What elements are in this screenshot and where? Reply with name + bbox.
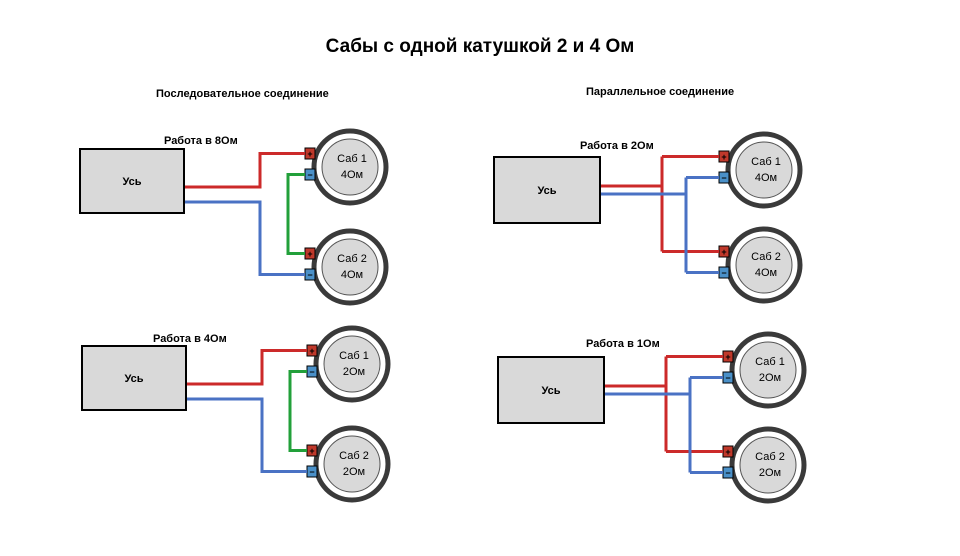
speaker-cone	[321, 238, 379, 296]
amplifier-label: Усь	[541, 385, 560, 397]
section-title-parallel: Параллельное соединение	[586, 86, 735, 98]
speaker-impedance: 4Ом	[755, 172, 777, 184]
speaker-impedance: 4Ом	[341, 169, 363, 181]
speaker-cone	[735, 236, 793, 294]
diagram-label-1ohm: Работа в 1Ом	[586, 338, 660, 350]
positive-wire	[182, 349, 307, 386]
series-diagram: Саб 1 2Ом + − Саб 2 2Ом + − Усь	[81, 325, 391, 503]
positive-terminal-sign: +	[721, 247, 726, 257]
speaker-name: Саб 2	[751, 251, 781, 263]
amplifier-label: Усь	[122, 176, 141, 188]
page-title: Сабы с одной катушкой 2 и 4 Ом	[325, 36, 635, 57]
speaker-name: Саб 2	[339, 450, 369, 462]
speaker-cone	[321, 138, 379, 196]
amplifier-label: Усь	[124, 373, 143, 385]
positive-terminal-sign: +	[307, 149, 312, 159]
positive-terminal-sign: +	[309, 346, 314, 356]
speaker-impedance: 2Ом	[759, 467, 781, 479]
speaker-cone	[739, 341, 797, 399]
negative-terminal-sign: −	[307, 270, 312, 280]
parallel-diagram: Саб 1 2Ом + − Саб 2 2Ом + − Усь	[497, 331, 807, 504]
diagram-label-4ohm: Работа в 4Ом	[153, 333, 227, 345]
speaker-cone	[323, 335, 381, 393]
negative-terminal-sign: −	[309, 367, 314, 377]
negative-terminal-sign: −	[721, 268, 726, 278]
speaker-impedance: 4Ом	[341, 269, 363, 281]
positive-wire	[180, 152, 305, 189]
bridge-wire	[288, 370, 307, 452]
negative-wire	[180, 200, 305, 276]
negative-terminal-sign: −	[309, 467, 314, 477]
speaker-name: Саб 1	[339, 350, 369, 362]
speaker-impedance: 2Ом	[343, 466, 365, 478]
positive-terminal-sign: +	[307, 249, 312, 259]
positive-terminal-sign: +	[309, 446, 314, 456]
parallel-diagram: Саб 1 4Ом + − Саб 2 4Ом + − Усь	[493, 131, 803, 304]
amplifier-box	[79, 148, 185, 214]
speaker-cone	[735, 141, 793, 199]
positive-terminal-sign: +	[725, 352, 730, 362]
speaker-impedance: 2Ом	[759, 372, 781, 384]
diagram-label-2ohm: Работа в 2Ом	[580, 140, 654, 152]
speaker-impedance: 2Ом	[343, 366, 365, 378]
amplifier-box	[81, 345, 187, 411]
speaker-name: Саб 1	[337, 153, 367, 165]
series-diagram: Саб 1 4Ом + − Саб 2 4Ом + − Усь	[79, 128, 389, 306]
positive-terminal-sign: +	[721, 152, 726, 162]
speaker-cone	[739, 436, 797, 494]
negative-terminal-sign: −	[721, 173, 726, 183]
speaker-name: Саб 2	[337, 253, 367, 265]
positive-terminal-sign: +	[725, 447, 730, 457]
speaker-name: Саб 1	[751, 156, 781, 168]
speaker-impedance: 4Ом	[755, 267, 777, 279]
diagram-label-8ohm: Работа в 8Ом	[164, 135, 238, 147]
amplifier-box	[493, 156, 601, 224]
amplifier-box	[497, 356, 605, 424]
negative-terminal-sign: −	[307, 170, 312, 180]
negative-wire	[182, 397, 307, 473]
negative-terminal-sign: −	[725, 468, 730, 478]
speaker-cone	[323, 435, 381, 493]
speaker-name: Саб 1	[755, 356, 785, 368]
bridge-wire	[286, 173, 305, 255]
section-title-series: Последовательное соединение	[156, 88, 329, 100]
amplifier-label: Усь	[537, 185, 556, 197]
negative-terminal-sign: −	[725, 373, 730, 383]
speaker-name: Саб 2	[755, 451, 785, 463]
